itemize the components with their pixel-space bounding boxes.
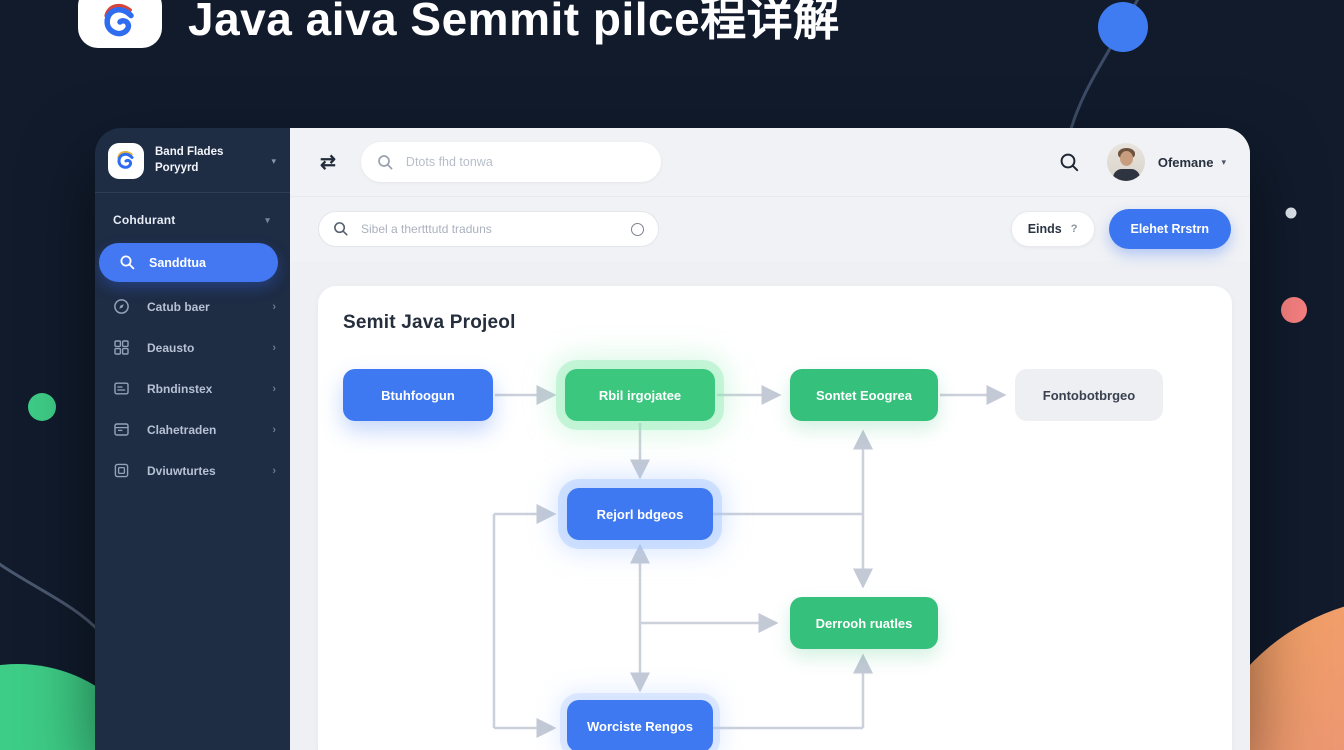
- brand-swirl-icon: [117, 150, 134, 169]
- diagram-card: Semit Java Projeol: [318, 286, 1232, 750]
- chevron-right-icon: ›: [272, 464, 276, 477]
- white-dot-decoration: [1285, 207, 1297, 219]
- topbar-search-input[interactable]: [403, 154, 645, 170]
- flow-node-3: Sontet Eoogrea: [790, 369, 938, 421]
- topbar-search: [360, 142, 661, 182]
- avatar-face: [1119, 151, 1133, 166]
- poster-title: Java aiva Semmit pilce程详解: [188, 0, 840, 45]
- flow-node-7: Worciste Rengos: [567, 700, 713, 750]
- flow-node-5: Rejorl bdgeos: [567, 488, 713, 540]
- topbar-right-group: Ofemane ▾: [1057, 143, 1226, 181]
- search-icon: [120, 255, 135, 270]
- avatar[interactable]: [1106, 143, 1145, 181]
- circle-target-icon[interactable]: [631, 222, 644, 236]
- chevron-down-icon: ▾: [265, 214, 270, 225]
- content-canvas: Semit Java Projeol: [290, 261, 1250, 750]
- blue-circle-decoration: [1098, 2, 1148, 52]
- primary-action-button[interactable]: Elehet Rrstrn: [1108, 209, 1231, 249]
- search-icon: [334, 222, 348, 236]
- sidebar-item-2[interactable]: Rbndinstex ›: [95, 368, 290, 409]
- topbar: ⇄: [290, 128, 1250, 197]
- sidebar-item-1[interactable]: Deausto ›: [95, 327, 290, 368]
- arc-line-top-right: [1066, 0, 1140, 141]
- brand-swirl-icon: [104, 3, 134, 37]
- search-button[interactable]: [1057, 149, 1083, 175]
- flow-node-4: Fontobotbrgeo: [1015, 369, 1163, 421]
- chevron-right-icon: ›: [272, 382, 276, 395]
- flow-connectors: [492, 385, 1007, 738]
- sidebar-brand-icon: [108, 143, 144, 179]
- flow-node-6: Derrooh ruatles: [790, 597, 938, 649]
- card-icon: [114, 382, 129, 395]
- chevron-right-icon: ›: [272, 423, 276, 436]
- page-title: Semit Java Projeol: [343, 312, 516, 333]
- sidebar-brand-name: Band Flades Poryyrd: [155, 146, 224, 174]
- arc-line-bottom-left: [0, 562, 102, 634]
- toolbar: Einds ? Elehet Rrstrn: [290, 197, 1250, 261]
- avatar-torso: [1112, 169, 1140, 181]
- sidebar-item-4[interactable]: Dviuwturtes ›: [95, 450, 290, 491]
- find-button[interactable]: Einds ?: [1010, 211, 1095, 247]
- toolbar-buttons: Einds ? Elehet Rrstrn: [1010, 209, 1231, 249]
- toolbar-search-input[interactable]: [359, 221, 621, 237]
- sidebar-item-0[interactable]: Catub baer ›: [95, 286, 290, 327]
- grid-icon: [114, 340, 129, 355]
- green-dot-decoration: [28, 393, 56, 421]
- user-name[interactable]: Ofemane: [1157, 154, 1214, 170]
- search-icon: [1060, 153, 1079, 171]
- chevron-down-icon: ▾: [271, 155, 276, 166]
- sidebar-section-header[interactable]: Cohdurant ▾: [113, 213, 270, 227]
- folder-icon: [114, 423, 129, 436]
- sidebar-item-3[interactable]: Clahetraden ›: [95, 409, 290, 450]
- main-area: ⇄: [290, 128, 1250, 750]
- compass-icon: [114, 299, 129, 314]
- toolbar-search: [318, 211, 659, 247]
- help-affix: ?: [1070, 223, 1078, 235]
- search-icon: [378, 154, 393, 169]
- chevron-right-icon: ›: [272, 300, 276, 313]
- sidebar-item-active[interactable]: Sanddtua: [99, 243, 278, 282]
- salmon-circle-decoration: [1281, 297, 1307, 323]
- chevron-down-icon[interactable]: ▾: [1221, 156, 1226, 167]
- sidebar: Band Flades Poryyrd ▾ Cohdurant ▾ Sanddt…: [95, 128, 290, 750]
- flow-node-2: Rbil irgojatee: [565, 369, 715, 421]
- box-icon: [114, 463, 129, 478]
- sort-icon[interactable]: ⇄: [320, 151, 336, 173]
- sidebar-brand[interactable]: Band Flades Poryyrd ▾: [95, 128, 290, 193]
- app-window: Band Flades Poryyrd ▾ Cohdurant ▾ Sanddt…: [95, 128, 1250, 750]
- flow-node-start: Btuhfoogun: [343, 369, 493, 421]
- poster-logo: [78, 0, 162, 48]
- chevron-right-icon: ›: [272, 341, 276, 354]
